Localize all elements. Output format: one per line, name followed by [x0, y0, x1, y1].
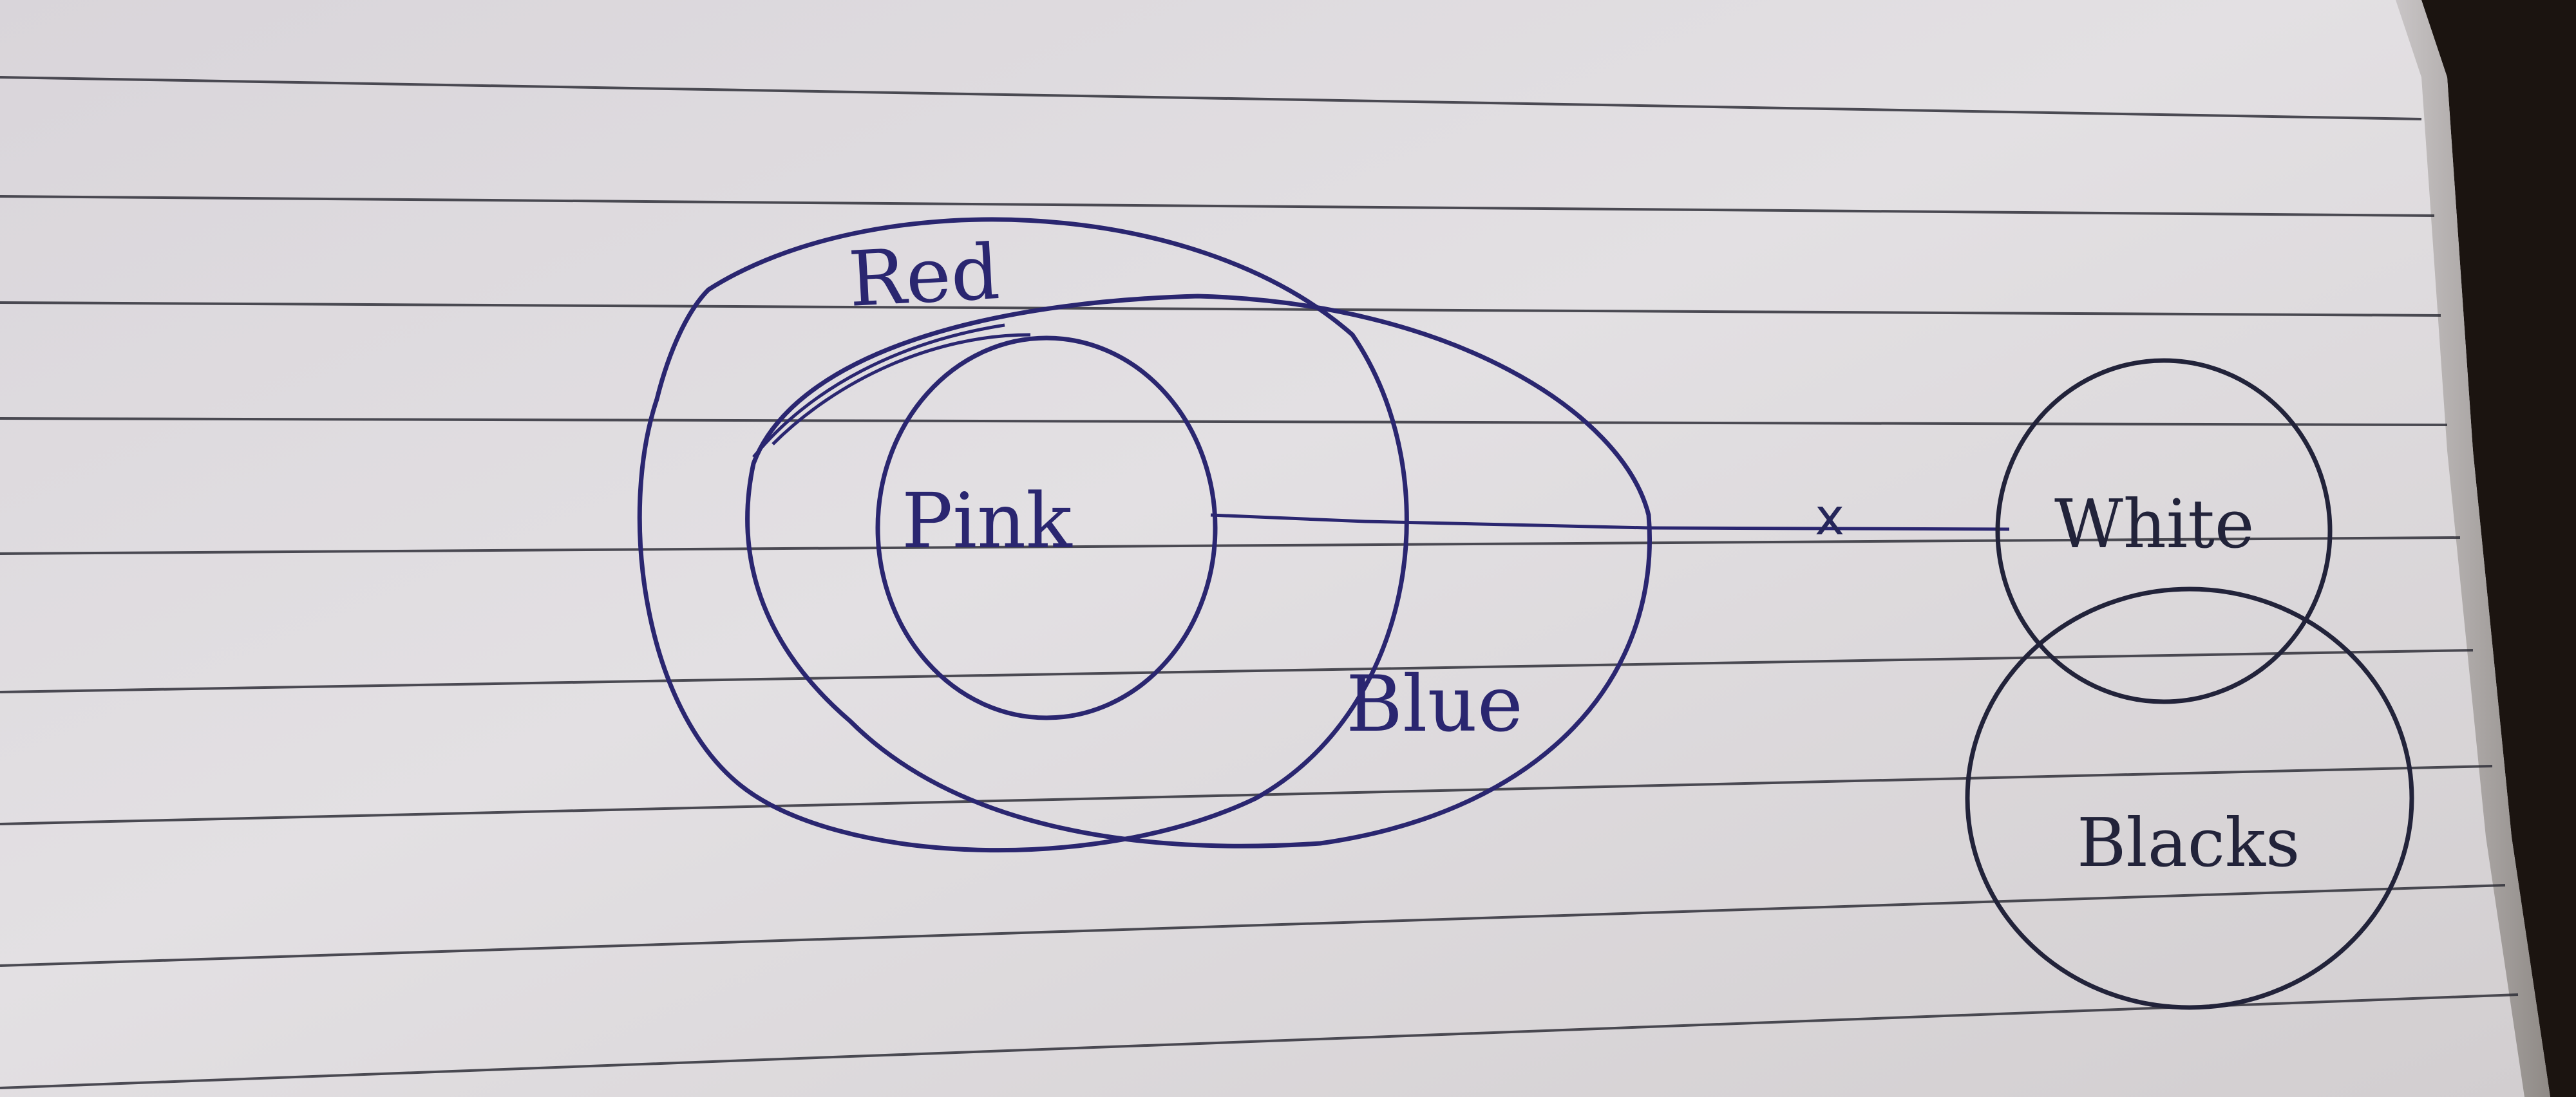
- connector-x-mark: x: [1815, 489, 1844, 547]
- blue-set-label: Blue: [1346, 660, 1523, 749]
- blacks-set-label: Blacks: [2077, 803, 2300, 882]
- white-set-outline: [1995, 358, 2333, 704]
- disjoint-connector-line: [1210, 513, 2010, 531]
- pink-set-label: Pink: [902, 476, 1073, 565]
- red-set-label: Red: [846, 227, 1001, 324]
- page-edge: [2396, 0, 2550, 1097]
- white-set-label: White: [2054, 485, 2254, 563]
- blue-set-outline: [745, 294, 1652, 849]
- red-set-outline: [637, 217, 1409, 853]
- blacks-set-outline: [1965, 586, 2414, 1010]
- pink-set-outline: [875, 335, 1218, 720]
- pen-stroke: [752, 323, 1031, 458]
